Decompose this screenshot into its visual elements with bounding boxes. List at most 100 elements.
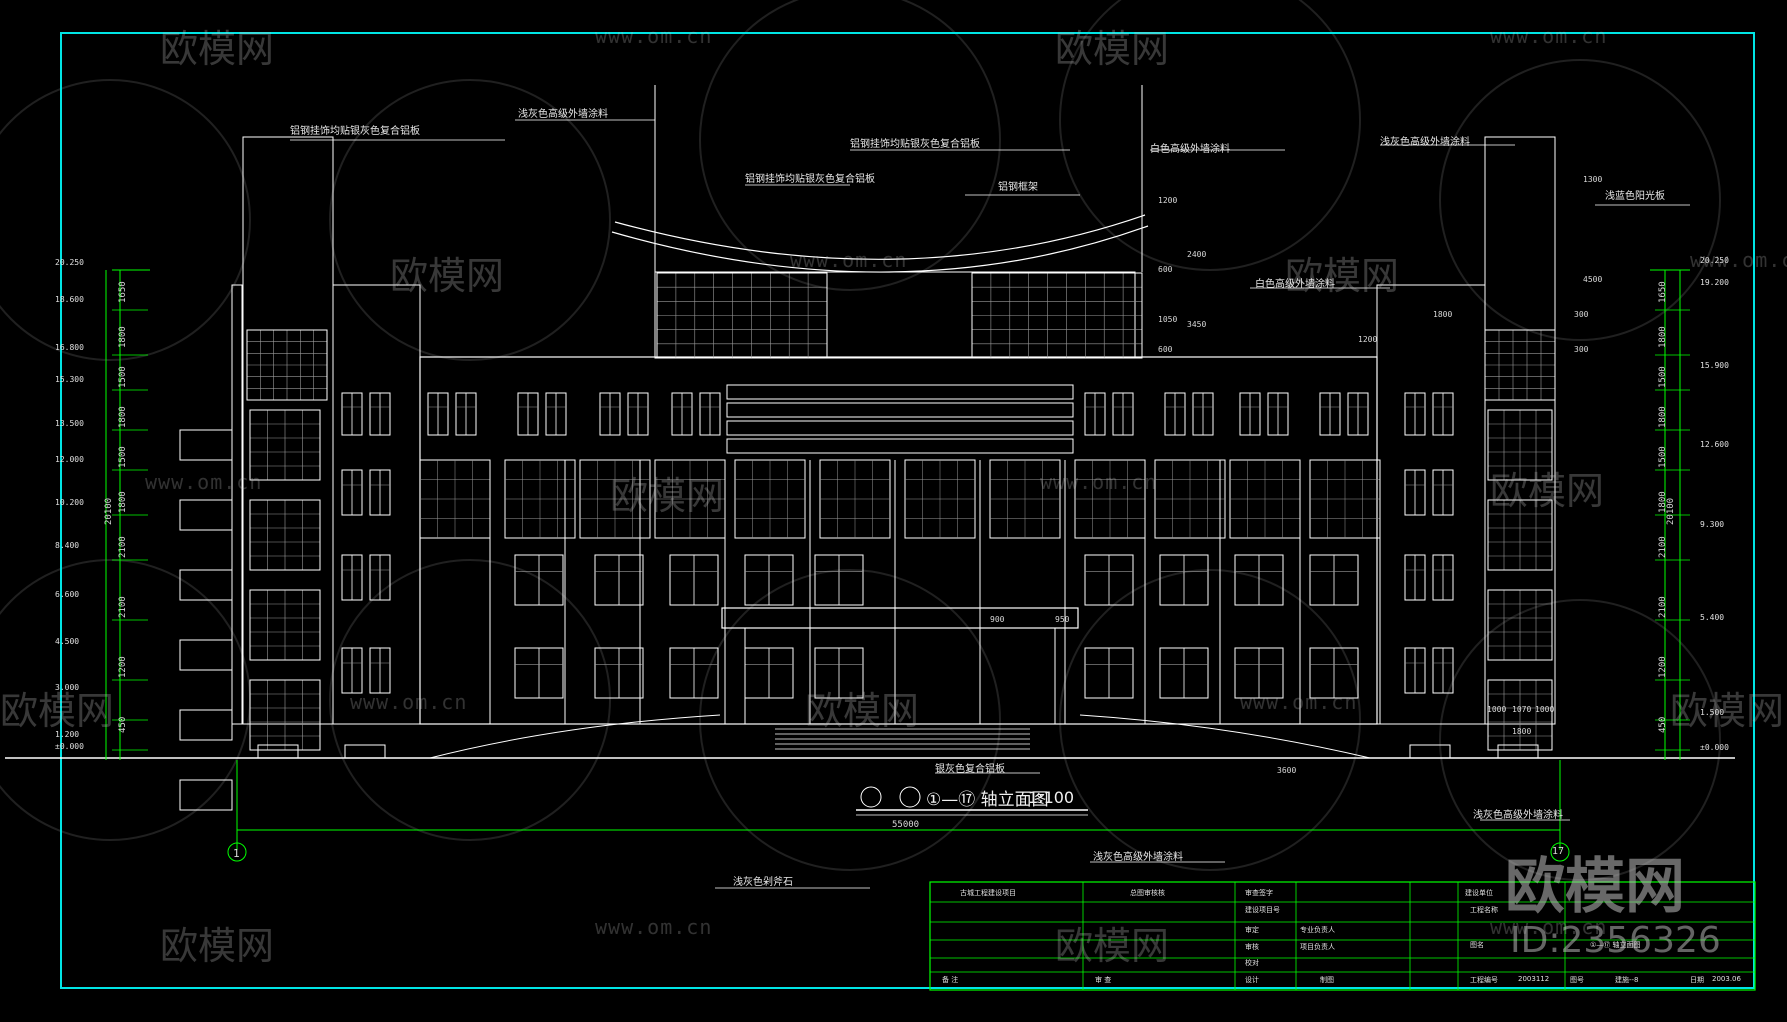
title-block-cell: 审核 — [1245, 943, 1259, 951]
top-left-cladding — [656, 272, 828, 359]
elevation-mark-left: 13.500 — [55, 419, 84, 428]
left-dimension: 1800 — [118, 491, 128, 513]
left-tower-window-outline — [249, 679, 321, 751]
elevation-mark-left: 20.250 — [55, 258, 84, 267]
title-block-cell: 建设项目号 — [1245, 906, 1280, 914]
elevation-mark-left: 8.400 — [55, 541, 80, 550]
right-tower-window — [1487, 499, 1553, 571]
title-block-cell: ①—⑰ 轴立面图 — [1590, 941, 1641, 949]
elevation-mark-left: 3.000 — [55, 683, 80, 692]
elevation-mark-right: 15.900 — [1700, 361, 1729, 370]
title-block-cell: 专业负责人 — [1300, 926, 1335, 934]
top-right-cladding — [971, 272, 1143, 359]
title-block-cell: 2003112 — [1518, 975, 1550, 983]
elevation-mark-left: 16.800 — [55, 343, 84, 352]
title-block-cell: 工程名称 — [1470, 906, 1498, 914]
top-dimension: 1200 — [1158, 196, 1178, 205]
left-annex — [332, 284, 421, 725]
title-block-cell: 工程编号 — [1470, 976, 1498, 984]
left-dimension: 450 — [118, 716, 128, 733]
drawing-frame — [60, 32, 1755, 989]
center-band — [726, 420, 1074, 436]
title-bubble-right — [899, 786, 921, 808]
watermark-circle — [1439, 599, 1721, 881]
callout-label: 白色高级外墙涂料 — [1150, 144, 1230, 155]
side-balcony — [179, 779, 233, 811]
side-balcony — [179, 499, 233, 531]
title-block-cell: 设计 — [1245, 976, 1259, 984]
main-body-outline — [419, 356, 1378, 725]
top-left-cladding-outline — [656, 272, 828, 359]
right-dimension: 1800 — [1658, 326, 1668, 348]
top-dimension: 4500 — [1583, 275, 1603, 284]
misc-dimension: 950 — [1055, 615, 1070, 624]
right-dimension: 2100 — [1658, 596, 1668, 618]
elevation-mark-left: 1.200 — [55, 730, 80, 739]
title-block-cell: 2003.06 — [1712, 975, 1741, 983]
title-block-cell: 图号 — [1570, 976, 1584, 984]
title-block-grid — [929, 881, 1756, 991]
title-block-cell: 总图审核核 — [1130, 889, 1165, 897]
left-tower-window — [249, 409, 321, 481]
elevation-mark-left: 15.300 — [55, 375, 84, 384]
canopy-curve — [614, 214, 1146, 260]
center-band — [726, 402, 1074, 418]
left-tower-window-outline — [249, 499, 321, 571]
right-ramp — [1079, 714, 1371, 759]
title-block-cell: 审查签字 — [1245, 889, 1273, 897]
left-tower-top-grid — [246, 329, 328, 401]
title-block-cell: 校对 — [1245, 959, 1259, 967]
callout-label: 浅灰色高级外墙涂料 — [518, 109, 608, 120]
left-ramp — [429, 714, 721, 759]
title-block-cell: 项目负责人 — [1300, 943, 1335, 951]
left-dimension: 1800 — [118, 326, 128, 348]
title-block-cell: 审 查 — [1095, 976, 1112, 984]
elevation-mark-left: 4.500 — [55, 637, 80, 646]
left-tower-window-outline — [249, 409, 321, 481]
elevation-mark-right: 5.400 — [1700, 613, 1725, 622]
title-bubble-left — [860, 786, 882, 808]
entrance-frame — [744, 627, 1056, 725]
elevation-mark-left: 6.600 — [55, 590, 80, 599]
podium-grate — [1497, 744, 1539, 759]
axis-bubble-end: 17 — [1552, 846, 1565, 857]
podium-grate — [1409, 744, 1451, 759]
title-block-outline — [929, 881, 1756, 991]
watermark-circle — [1059, 0, 1361, 271]
overall-width-dim: 55000 — [892, 820, 920, 830]
watermark-circle — [329, 559, 611, 841]
watermark-circle — [1059, 569, 1361, 871]
top-dimension: 300 — [1574, 345, 1589, 354]
top-right-cladding-outline — [971, 272, 1143, 359]
title-block-cell: 审定 — [1245, 926, 1259, 934]
left-dimension: 2100 — [118, 536, 128, 558]
elevation-mark-right: 20.250 — [1700, 256, 1729, 265]
right-dimension: 1500 — [1658, 366, 1668, 388]
top-dimension: 2400 — [1187, 250, 1207, 259]
side-balcony — [179, 429, 233, 461]
right-tower-window — [1487, 679, 1553, 751]
drawing-scale: 1:100 — [1028, 788, 1075, 807]
right-dimension: 450 — [1658, 716, 1668, 733]
misc-dimension: 3600 — [1277, 766, 1297, 775]
right-dimension: 1200 — [1658, 656, 1668, 678]
top-dimension: 1800 — [1433, 310, 1453, 319]
left-tower-window — [249, 589, 321, 661]
watermark-circle — [699, 0, 1001, 291]
left-tower-window — [249, 679, 321, 751]
misc-dimension: 1800 — [1512, 727, 1532, 736]
elevation-mark-right: 19.200 — [1700, 278, 1729, 287]
title-block-cell: 建设单位 — [1465, 889, 1493, 897]
elevation-mark-left: 12.000 — [55, 455, 84, 464]
left-dimension: 1200 — [118, 656, 128, 678]
left-dimension: 1500 — [118, 366, 128, 388]
callout-label: 浅灰色剁斧石 — [733, 877, 793, 888]
top-dimension: 3450 — [1187, 320, 1207, 329]
watermark-circle — [699, 569, 1001, 871]
callout-label: 铝钢挂饰均贴银灰色复合铝板 — [290, 126, 420, 137]
side-balcony — [179, 709, 233, 741]
top-dimension: 1050 — [1158, 315, 1178, 324]
title-block-cell: 建施--8 — [1615, 976, 1639, 984]
callout-label: 铝钢框架 — [998, 182, 1038, 193]
